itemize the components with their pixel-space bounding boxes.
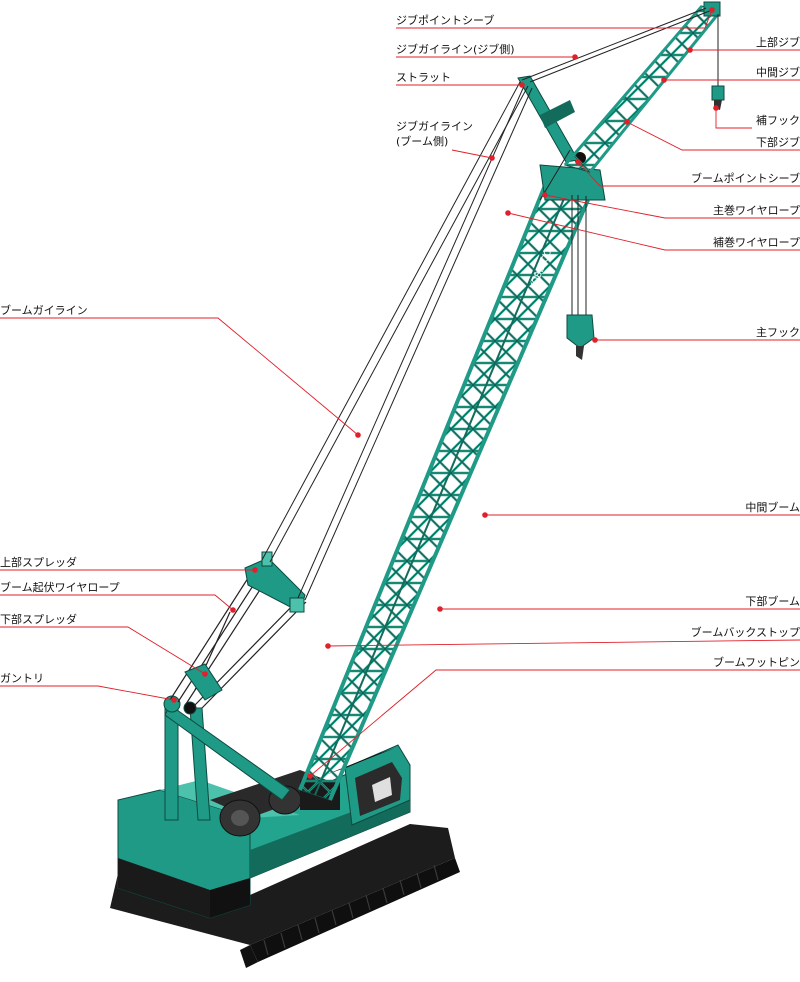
upper-spreader <box>244 551 306 613</box>
label-boom-point-sheave: ブームポイントシーブ <box>691 171 800 185</box>
crawler-track <box>110 824 460 968</box>
label-strut: ストラット <box>396 71 451 84</box>
label-upper-jib: 上部ジブ <box>756 35 800 49</box>
label-aux-hoist-rope: 補巻ワイヤロープ <box>713 236 800 249</box>
jib <box>563 1 721 173</box>
aux-hook-assembly <box>711 14 725 110</box>
label-jib-guy-line-jib: ジブガイライン(ジブ側) <box>396 42 515 56</box>
label-boom-foot-pin: ブームフットピン <box>713 655 800 669</box>
boom: KOBELCO <box>298 177 590 801</box>
label-boom-hoist-rope: ブーム起伏ワイヤロープ <box>0 580 120 594</box>
callout-labels: ジブポイントシーブ ジブガイライン(ジブ側) ストラット ジブガイライン (ブー… <box>0 13 800 685</box>
label-aux-hook: 補フック <box>756 114 800 127</box>
label-jib-point-sheave: ジブポイントシーブ <box>396 13 494 27</box>
label-boom-guy-line: ブームガイライン <box>0 303 88 317</box>
label-lower-jib: 下部ジブ <box>756 135 800 149</box>
label-main-hoist-rope: 主巻ワイヤロープ <box>713 204 800 217</box>
callout-leaders <box>0 7 800 779</box>
strut <box>517 75 579 163</box>
label-jib-guy-line-boom-1: ジブガイライン <box>396 119 473 133</box>
label-middle-boom: 中間ブーム <box>745 500 800 514</box>
lower-spreader <box>184 663 223 701</box>
guy-lines <box>261 7 713 601</box>
label-lower-boom: 下部ブーム <box>745 594 800 608</box>
label-gantry: ガントリ <box>0 672 44 685</box>
label-lower-spreader: 下部スプレッダ <box>0 612 77 626</box>
label-boom-backstop: ブームバックストップ <box>691 625 800 639</box>
label-upper-spreader: 上部スプレッダ <box>0 555 77 569</box>
gantry <box>163 695 291 821</box>
main-hook-assembly <box>566 195 595 360</box>
label-jib-guy-line-boom-2: (ブーム側) <box>396 134 448 148</box>
label-main-hook: 主フック <box>756 326 800 339</box>
label-middle-jib: 中間ジブ <box>756 65 800 79</box>
